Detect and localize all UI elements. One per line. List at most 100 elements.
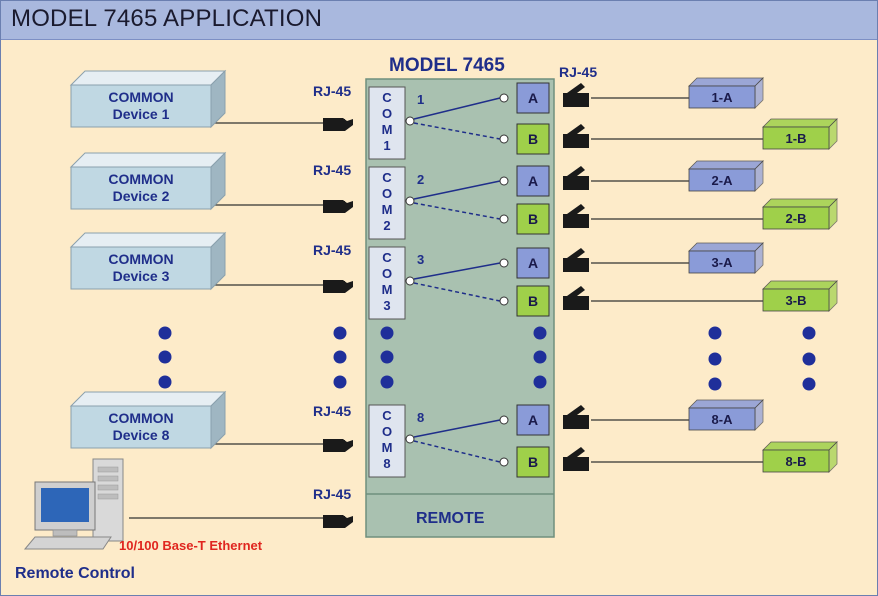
device-common-label: COMMON xyxy=(108,89,173,105)
switch-pivot xyxy=(405,276,415,286)
port-a-box xyxy=(516,247,550,279)
end-device-1-A: 1-A xyxy=(688,77,764,109)
rj45-label: RJ-45 xyxy=(313,242,351,258)
ellipsis-dot xyxy=(158,326,172,340)
ellipsis-dot xyxy=(380,375,394,389)
end-device-1-B: 1-B xyxy=(762,118,838,150)
port-number-label: 1 xyxy=(417,92,424,107)
port-number-label: 3 xyxy=(417,252,424,267)
ellipsis-dot xyxy=(533,326,547,340)
ellipsis-dot xyxy=(333,326,347,340)
switch-contact-a xyxy=(499,415,509,425)
rj45-jack-a xyxy=(563,83,589,107)
com-letter: 2 xyxy=(383,218,390,233)
switch-contact-b xyxy=(499,457,509,467)
rj45-jack-b xyxy=(563,447,589,471)
switch-standby-line xyxy=(413,202,501,220)
device-common-label: COMMON xyxy=(108,251,173,267)
rj45-jack-a xyxy=(563,405,589,429)
com-letter: O xyxy=(382,424,392,439)
rj45-jack-left xyxy=(323,439,353,452)
switch-contact-a xyxy=(499,176,509,186)
ellipsis-dot xyxy=(158,350,172,364)
end-device-3-B: 3-B xyxy=(762,280,838,312)
switch-pivot xyxy=(405,196,415,206)
ellipsis-dot xyxy=(333,375,347,389)
switch-active-line xyxy=(413,419,501,438)
port-number-label: 8 xyxy=(417,410,424,425)
com-letter: C xyxy=(382,170,392,185)
rj45-label-right: RJ-45 xyxy=(559,64,597,80)
port-a-box xyxy=(516,165,550,197)
rj45-jack-left xyxy=(323,200,353,213)
device-common-label: COMMON xyxy=(108,171,173,187)
port-a-box xyxy=(516,404,550,436)
com-letter: M xyxy=(382,440,393,455)
com-letter: 3 xyxy=(383,298,390,313)
switch-standby-line xyxy=(413,440,501,463)
port-b-box xyxy=(516,203,550,235)
com-letter: O xyxy=(382,266,392,281)
model-label: MODEL 7465 xyxy=(389,55,505,76)
port-a-label: A xyxy=(528,255,538,271)
end-device-label: 8-B xyxy=(786,454,807,469)
remote-computer-icon xyxy=(23,458,124,550)
ellipsis-dot xyxy=(533,350,547,364)
rj45-label: RJ-45 xyxy=(313,162,351,178)
port-b-label: B xyxy=(528,293,538,309)
end-device-8-B: 8-B xyxy=(762,441,838,473)
rj45-jack-left xyxy=(323,118,353,131)
port-a-label: A xyxy=(528,412,538,428)
remote-label: REMOTE xyxy=(416,510,485,527)
com-letter: O xyxy=(382,106,392,121)
ellipsis-dots xyxy=(158,326,816,391)
device-name-label: Device 8 xyxy=(113,427,170,443)
remote-control-label: Remote Control xyxy=(15,565,135,582)
com-letter: O xyxy=(382,186,392,201)
end-device-label: 2-A xyxy=(712,173,734,188)
switch-contact-b xyxy=(499,214,509,224)
ellipsis-dot xyxy=(380,350,394,364)
ellipsis-dot xyxy=(802,352,816,366)
device-common-label: COMMON xyxy=(108,410,173,426)
ellipsis-dot xyxy=(533,375,547,389)
port-a-label: A xyxy=(528,173,538,189)
rj45-jack-b xyxy=(563,286,589,310)
end-device-label: 2-B xyxy=(786,211,807,226)
port-a-box xyxy=(516,82,550,114)
end-device-label: 3-A xyxy=(712,255,734,270)
switch-contact-a xyxy=(499,93,509,103)
port-b-box xyxy=(516,285,550,317)
switch-active-line xyxy=(413,180,501,200)
rj45-jack-b xyxy=(563,124,589,148)
port-b-box xyxy=(516,446,550,478)
rj45-jack-remote xyxy=(323,515,353,528)
com-letter: C xyxy=(382,408,392,423)
end-device-2-A: 2-A xyxy=(688,160,764,192)
port-b-label: B xyxy=(528,454,538,470)
end-device-2-B: 2-B xyxy=(762,198,838,230)
rj45-jack-a xyxy=(563,166,589,190)
port-a-label: A xyxy=(528,90,538,106)
ellipsis-dot xyxy=(802,326,816,340)
device-name-label: Device 1 xyxy=(113,106,170,122)
end-device-label: 3-B xyxy=(786,293,807,308)
end-device-label: 1-A xyxy=(712,90,734,105)
com-letter: M xyxy=(382,122,393,137)
switch-standby-line xyxy=(413,122,501,140)
end-device-3-A: 3-A xyxy=(688,242,764,274)
switch-contact-b xyxy=(499,296,509,306)
com-letter: 8 xyxy=(383,456,390,471)
switch-pivot xyxy=(405,116,415,126)
port-b-label: B xyxy=(528,131,538,147)
switch-active-line xyxy=(413,262,501,280)
port-b-box xyxy=(516,123,550,155)
